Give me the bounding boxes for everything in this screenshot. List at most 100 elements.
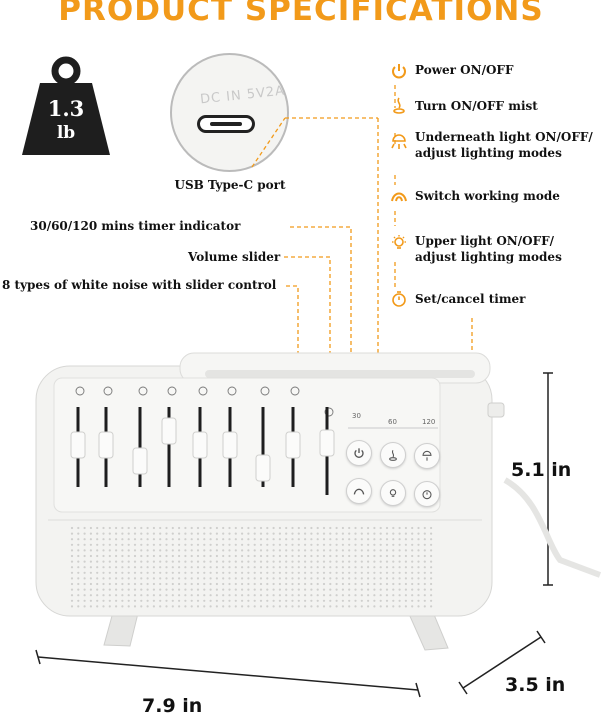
grille-hole bbox=[335, 599, 338, 602]
grille-hole bbox=[285, 605, 288, 608]
grille-hole bbox=[417, 594, 420, 597]
grille-hole bbox=[171, 538, 174, 541]
grille-hole bbox=[316, 588, 319, 591]
grille-hole bbox=[266, 526, 269, 530]
noise-slider-knob[interactable] bbox=[70, 431, 86, 459]
grille-hole bbox=[272, 588, 275, 591]
grille-hole bbox=[430, 560, 433, 563]
grille-hole bbox=[348, 582, 351, 586]
grille-hole bbox=[83, 577, 86, 580]
grille-hole bbox=[178, 577, 181, 580]
grille-hole bbox=[411, 526, 414, 530]
grille-hole bbox=[234, 594, 237, 597]
grille-hole bbox=[379, 571, 382, 574]
grille-hole bbox=[285, 543, 288, 546]
grille-hole bbox=[297, 577, 300, 580]
grille-hole bbox=[259, 532, 263, 535]
grille-hole bbox=[133, 577, 137, 580]
device-mode-button[interactable] bbox=[346, 478, 372, 504]
grille-hole bbox=[430, 577, 433, 580]
grille-hole bbox=[127, 571, 130, 574]
grille-hole bbox=[278, 594, 281, 597]
grille-hole bbox=[77, 571, 80, 574]
noise-type-icons bbox=[75, 386, 334, 417]
grille-hole bbox=[190, 577, 193, 580]
grille-hole bbox=[121, 543, 124, 546]
grille-hole bbox=[146, 549, 149, 552]
grille-hole bbox=[234, 543, 237, 546]
grille-hole bbox=[367, 554, 370, 558]
grille-hole bbox=[228, 571, 231, 574]
grille-hole bbox=[77, 582, 80, 586]
grille-hole bbox=[430, 543, 433, 546]
grille-hole bbox=[341, 560, 344, 563]
grille-hole bbox=[354, 543, 357, 546]
grille-hole bbox=[417, 526, 420, 530]
grille-hole bbox=[102, 526, 105, 530]
grille-hole bbox=[398, 538, 401, 541]
grille-hole bbox=[209, 532, 212, 535]
volume-slider-knob[interactable] bbox=[319, 429, 335, 457]
grille-hole bbox=[348, 605, 351, 608]
grille-hole bbox=[209, 588, 212, 591]
grille-hole bbox=[398, 543, 401, 546]
grille-hole bbox=[108, 532, 111, 535]
grille-hole bbox=[398, 532, 401, 535]
noise-slider-knob[interactable] bbox=[98, 431, 114, 459]
grille-hole bbox=[329, 560, 332, 563]
grille-hole bbox=[430, 532, 433, 535]
grille-hole bbox=[310, 594, 313, 597]
grille-hole bbox=[89, 526, 92, 530]
device-timer-button[interactable] bbox=[414, 481, 440, 507]
grille-hole bbox=[133, 566, 137, 569]
grille-hole bbox=[228, 560, 231, 563]
grille-hole bbox=[278, 588, 281, 591]
noise-slider-knob[interactable] bbox=[192, 431, 208, 459]
grille-hole bbox=[385, 588, 389, 591]
grille-hole bbox=[335, 543, 338, 546]
grille-hole bbox=[215, 566, 218, 569]
grille-hole bbox=[165, 543, 168, 546]
grille-hole bbox=[354, 582, 357, 586]
grille-hole bbox=[341, 543, 344, 546]
grille-hole bbox=[165, 571, 168, 574]
grille-hole bbox=[96, 538, 99, 541]
noise-slider-knob[interactable] bbox=[285, 431, 301, 459]
grille-hole bbox=[121, 532, 124, 535]
grille-hole bbox=[423, 571, 426, 574]
grille-hole bbox=[146, 566, 149, 569]
noise-slider-knob[interactable] bbox=[161, 417, 177, 445]
grille-hole bbox=[341, 582, 344, 586]
grille-hole bbox=[291, 526, 294, 530]
noise-slider-knob[interactable] bbox=[222, 431, 238, 459]
grille-hole bbox=[278, 577, 281, 580]
grille-hole bbox=[77, 560, 80, 563]
grille-hole bbox=[392, 594, 395, 597]
grille-hole bbox=[209, 594, 212, 597]
device-underneath-light-button[interactable] bbox=[414, 443, 440, 469]
grille-hole bbox=[316, 549, 319, 552]
noise-slider-knob[interactable] bbox=[255, 454, 271, 482]
grille-hole bbox=[190, 532, 193, 535]
grille-hole bbox=[178, 560, 181, 563]
grille-hole bbox=[291, 560, 294, 563]
grille-hole bbox=[291, 532, 294, 535]
device-power-button[interactable] bbox=[346, 440, 372, 466]
grille-hole bbox=[291, 577, 294, 580]
grille-hole bbox=[285, 566, 288, 569]
grille-hole bbox=[241, 549, 244, 552]
grille-hole bbox=[278, 538, 281, 541]
device-upper-light-button[interactable] bbox=[380, 480, 406, 506]
grille-hole bbox=[209, 549, 212, 552]
grille-hole bbox=[430, 526, 433, 530]
grille-hole bbox=[392, 571, 395, 574]
device-mist-button[interactable] bbox=[380, 442, 406, 468]
grille-hole bbox=[108, 582, 111, 586]
grille-hole bbox=[184, 588, 187, 591]
grille-hole bbox=[297, 599, 300, 602]
grille-hole bbox=[354, 532, 357, 535]
grille-hole bbox=[133, 538, 137, 541]
noise-slider-knob[interactable] bbox=[132, 447, 148, 475]
grille-hole bbox=[392, 560, 395, 563]
grille-hole bbox=[404, 577, 407, 580]
